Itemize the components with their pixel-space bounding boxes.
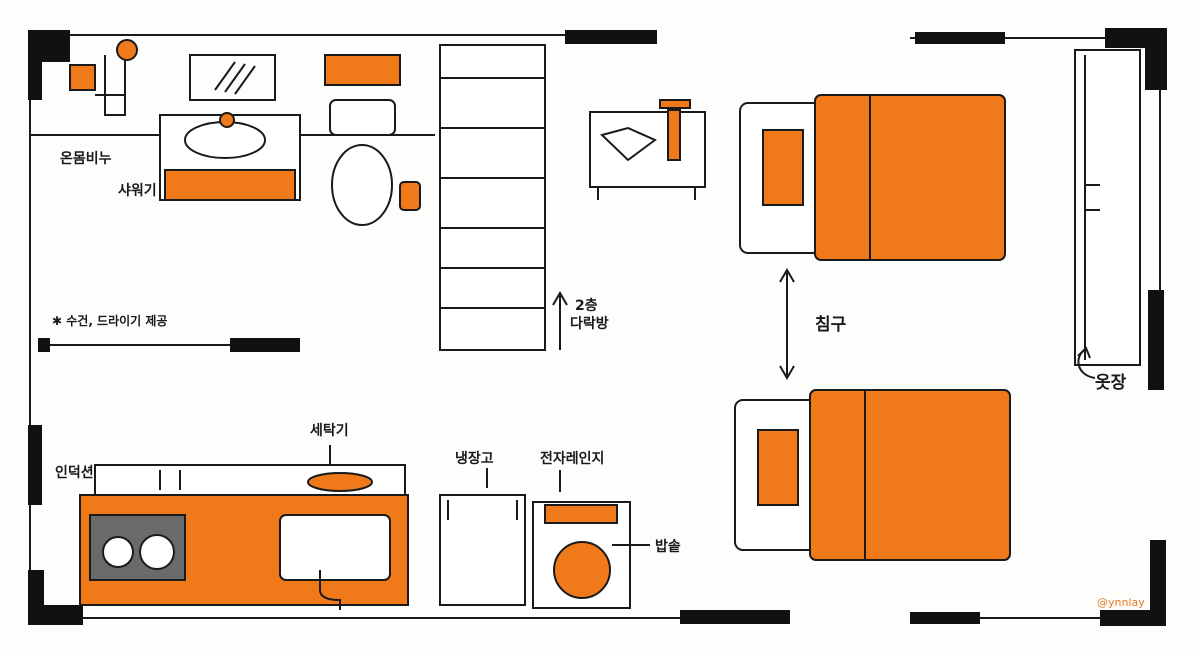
wall-corners [28,28,1167,626]
label-fridge: 냉장고 [455,451,494,467]
desk [589,99,706,200]
label-body-wash: 온몸비누 [60,151,112,167]
bed-distance-arrow [779,268,795,380]
loft-arrow [552,291,568,350]
artist-signature: @ynnlay [1097,596,1145,609]
kitchen-sink [279,514,391,610]
shower-fixture [69,39,138,116]
toilet [329,99,396,226]
induction-cooktop [89,514,186,581]
closet-arrow [1077,346,1096,379]
bathroom-cabinet [324,54,401,86]
label-shower: 샤워기 [118,183,157,199]
closet [1074,49,1141,366]
label-microwave: 전자레인지 [540,451,605,467]
label-rice-cooker: 밥솥 [655,539,681,555]
microwave-stand [532,501,631,609]
label-loft: 다락방 [570,316,609,332]
label-closet: 옷장 [1095,373,1127,393]
trash-bin [399,181,421,211]
mirror [189,54,276,101]
label-washer: 세탁기 [310,423,349,439]
vanity-sink [159,112,301,201]
loft-stairs [439,44,546,351]
label-loft-floor: 2층 [575,298,598,314]
bed-bottom [734,389,1011,561]
fridge [439,494,526,606]
label-towel-note: ✱ 수건, 드라이기 제공 [52,314,168,328]
washer-lid [307,472,373,492]
label-bedding: 침구 [815,315,847,335]
bed-top [739,94,1006,261]
label-induction: 인덕션 [55,465,94,481]
